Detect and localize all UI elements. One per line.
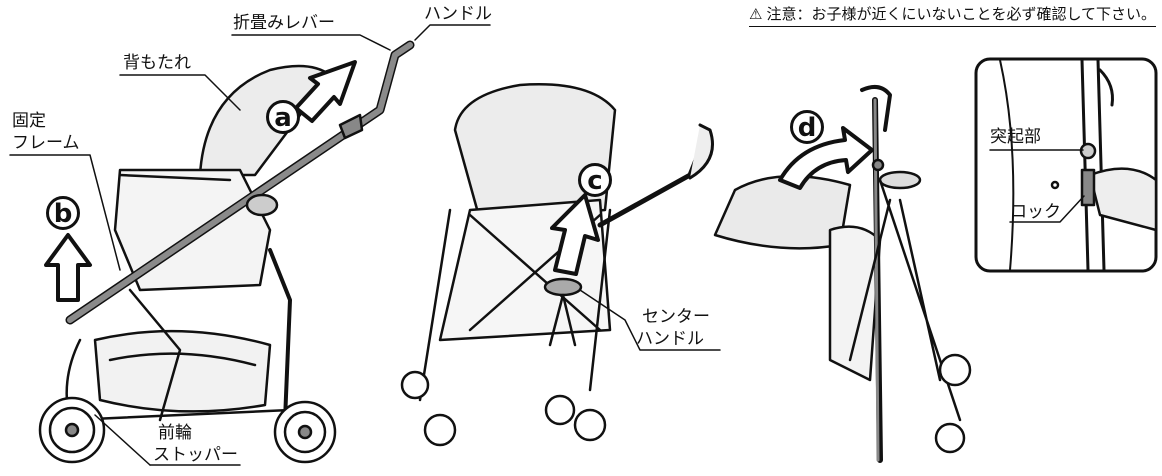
- label-protrusion: 突起部: [990, 127, 1041, 147]
- arrow-d-icon: [778, 126, 874, 190]
- step-c-badge: c: [578, 163, 612, 197]
- stroller-folded-figure: [713, 84, 972, 463]
- stroller-center-handle-figure: [400, 83, 721, 447]
- label-lock: ロック: [1010, 202, 1061, 222]
- label-center-handle-2: ハンドル: [636, 329, 704, 349]
- arrow-b-icon: [44, 233, 92, 302]
- label-backrest: 背もたれ: [123, 53, 191, 73]
- label-fixed-frame-1: 固定: [12, 111, 46, 131]
- warning-note: ⚠注意：お子様が近くにいないことを必ず確認して下さい。: [748, 3, 1156, 27]
- label-fold-lever: 折畳みレバー: [233, 13, 335, 33]
- arrow-a-icon: [294, 60, 357, 123]
- step-b-badge: b: [46, 196, 80, 230]
- rear-wheel: [273, 400, 337, 464]
- label-fixed-frame-2: フレーム: [12, 133, 80, 153]
- warning-text: 注意：お子様が近くにいないことを必ず確認して下さい。: [766, 5, 1156, 23]
- warning-triangle-icon: ⚠: [748, 5, 763, 23]
- label-center-handle-1: センター: [642, 307, 710, 327]
- stroller-open-figure: [9, 24, 491, 466]
- label-handle: ハンドル: [424, 4, 492, 24]
- step-a-badge: a: [266, 100, 300, 134]
- front-wheel: [38, 396, 106, 464]
- label-front-wheel-1: 前輪: [158, 423, 192, 443]
- step-d-badge: d: [790, 110, 824, 144]
- lock-detail-inset: [974, 57, 1158, 273]
- label-front-wheel-2: ストッパー: [153, 445, 238, 465]
- arrow-c-icon: [550, 193, 600, 276]
